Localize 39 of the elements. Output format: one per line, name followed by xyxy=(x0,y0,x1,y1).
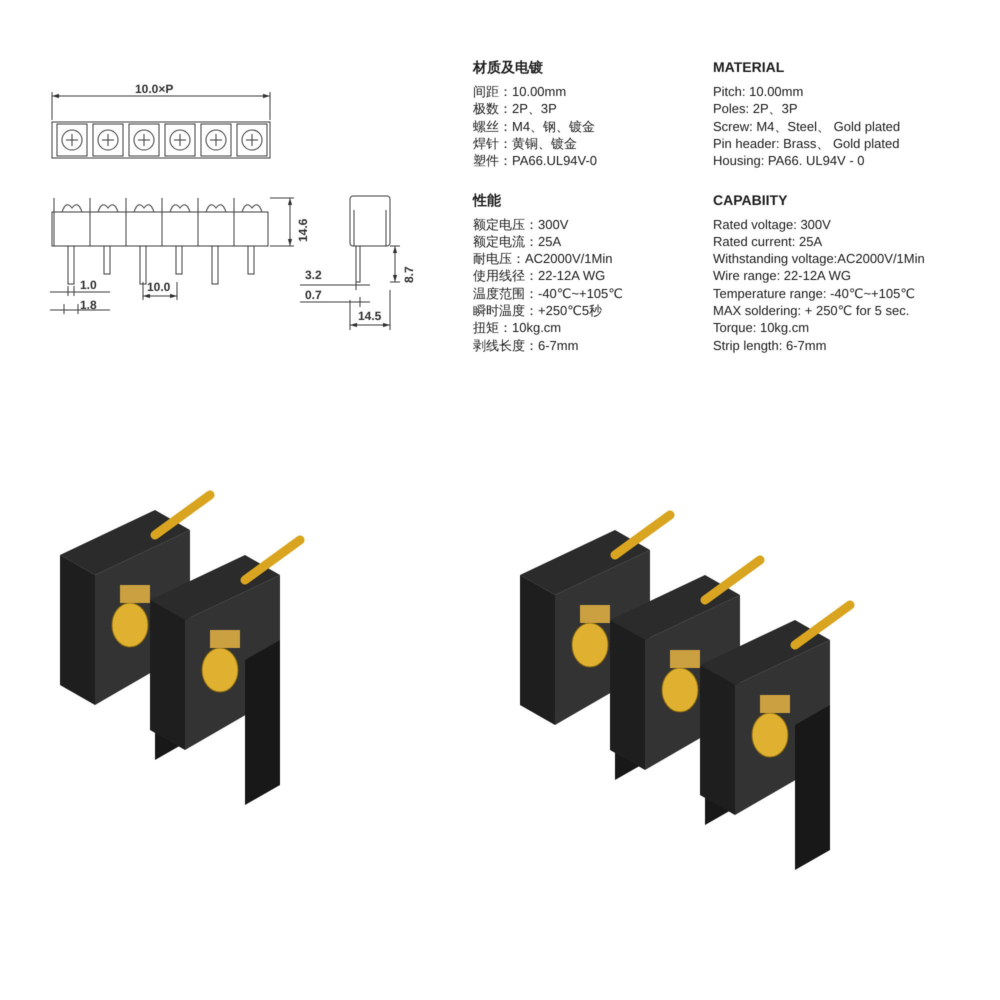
dimension-label: 10.0×P xyxy=(135,82,174,97)
dimension-label: 3.2 xyxy=(305,268,322,283)
spec-text: Temperature range: -40℃~+105℃ xyxy=(713,286,915,301)
spec-text: 间距：10.00mm xyxy=(473,84,566,99)
spec-text: 极数：2P、3P xyxy=(473,101,557,116)
spec-text: Wire range: 22-12A WG xyxy=(713,268,851,284)
dimension-label: 14.5 xyxy=(358,309,382,324)
spec-text: 耐电压：AC2000V/1Min xyxy=(473,251,612,266)
spec-text: Withstanding voltage:AC2000V/1Min xyxy=(713,251,925,266)
spec-text: Pitch: 10.00mm xyxy=(713,84,804,99)
spec-text: 焊针：黄铜、镀金 xyxy=(473,136,577,151)
dimension-label: 8.7 xyxy=(402,266,417,283)
dimension-label: 0.7 xyxy=(305,288,322,303)
dimension-label: 14.6 xyxy=(296,218,311,242)
spec-text: 温度范围：-40℃~+105℃ xyxy=(473,286,623,301)
spec-text: Housing: PA66. UL94V - 0 xyxy=(713,153,865,168)
spec-text: Screw: M4、Steel、 Gold plated xyxy=(713,118,900,134)
spec-text: 使用线径：22-12A WG xyxy=(473,268,606,284)
dimension-label: 1.0 xyxy=(80,278,97,293)
dimension-label: 1.8 xyxy=(80,298,97,313)
section-heading: 性能 xyxy=(473,192,501,208)
spec-text: 螺丝：M4、钢、镀金 xyxy=(473,118,596,134)
spec-text: Poles: 2P、3P xyxy=(713,101,798,116)
spec-text: 塑件：PA66.UL94V-0 xyxy=(473,153,598,168)
section-heading: MATERIAL xyxy=(713,60,784,75)
spec-text: 剥线长度：6-7mm xyxy=(473,338,578,353)
spec-text: Pin header: Brass、 Gold plated xyxy=(713,136,900,151)
spec-text: Torque: 10kg.cm xyxy=(713,320,810,336)
spec-text: Rated voltage: 300V xyxy=(713,216,831,232)
spec-text: 瞬时温度：+250℃5秒 xyxy=(473,303,602,318)
spec-text: 扭矩：10kg.cm xyxy=(473,320,562,336)
section-heading: 材质及电镀 xyxy=(473,60,543,75)
spec-text: Strip length: 6-7mm xyxy=(713,338,826,353)
spec-text: MAX soldering: + 250℃ for 5 sec. xyxy=(713,303,910,318)
spec-text: 额定电压：300V xyxy=(473,216,568,232)
dimension-label: 10.0 xyxy=(147,280,170,295)
section-heading: CAPABIITY xyxy=(713,192,788,208)
spec-text: 额定电流：25A xyxy=(473,234,562,249)
spec-text: Rated current: 25A xyxy=(713,234,822,249)
